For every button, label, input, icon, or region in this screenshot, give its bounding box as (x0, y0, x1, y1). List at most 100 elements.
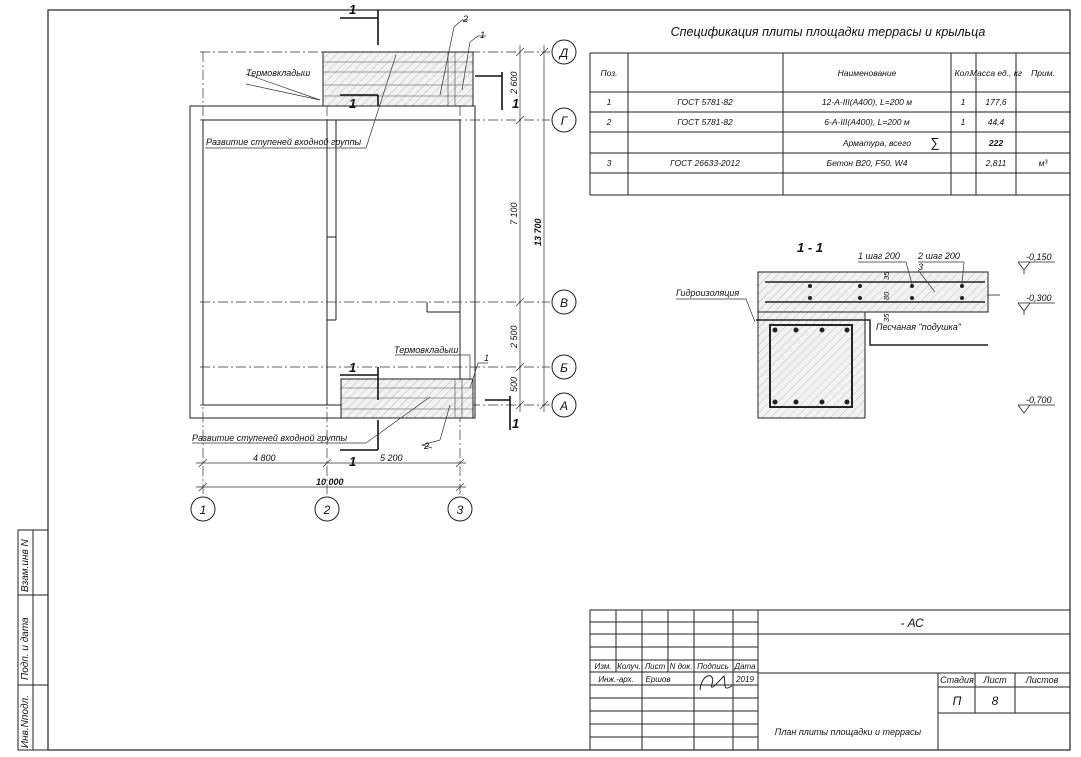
stamp-header-sign: Подпись (697, 662, 729, 671)
spec-cell: 2 (606, 117, 612, 127)
spec-cell: 6-А-III(А400), L=200 м (824, 117, 910, 127)
dim-v-2600: 2 600 (509, 71, 519, 95)
level-marks (988, 261, 1055, 414)
level-0150: -0,150 (1026, 252, 1052, 262)
pos-1-bottom: 1 (484, 353, 489, 363)
level-0700: -0,700 (1026, 395, 1052, 405)
section-view: 1 - 1 Гидроизоляция Песчаная "подушка" (676, 240, 1055, 419)
spec-header-name: Наименование (838, 68, 897, 78)
dim-h-5200: 5 200 (380, 453, 403, 463)
section-cuts (340, 10, 511, 451)
spec-cell: 3 (607, 158, 612, 168)
insert-rebars (323, 52, 473, 418)
spec-cell: 1 (607, 97, 612, 107)
dim-v-7100: 7 100 (509, 202, 519, 225)
label-steps-bottom: Развитие ступеней входной группы (192, 433, 348, 443)
section-mark-top-2: 1 (349, 96, 356, 111)
stamp-stage-label: Стадия (940, 675, 974, 685)
axis-letter-b: Б (560, 361, 568, 375)
axis-bubbles (190, 39, 577, 522)
stamp-stage: П (953, 694, 962, 708)
axis-number-2: 2 (323, 503, 331, 517)
spec-header-mass: Масса ед., кг (970, 68, 1022, 78)
spec-cell: 1 (961, 97, 966, 107)
label-rebar-1: 1 шаг 200 (858, 251, 900, 261)
stamp-sheets-label: Листов (1025, 675, 1059, 685)
signature-mark (699, 675, 733, 691)
position-leaders (192, 19, 488, 449)
axis-letter-d: Д (558, 46, 569, 60)
stamp-header-sheet: Лист (644, 662, 666, 671)
spec-cell: ГОСТ 5781-82 (677, 97, 733, 107)
dim-v-500: 500 (509, 377, 519, 392)
spec-cell: ГОСТ 5781-82 (677, 117, 733, 127)
dim-h-total: 10 000 (316, 477, 344, 487)
stamp-drawing-title: План плиты площадки и террасы (775, 727, 922, 737)
side-stamp-inv: Инв.Nподл. (20, 695, 31, 748)
spec-title: Спецификация плиты площадки террасы и кр… (671, 25, 986, 39)
dim-v-2500: 2 500 (509, 325, 519, 349)
dims-vertical (515, 45, 549, 412)
beam-rebars (772, 327, 850, 405)
slab-outline (189, 52, 476, 419)
thermo-insert-top (322, 51, 474, 107)
dim-h-4800: 4 800 (253, 453, 276, 463)
stamp-sheet: 8 (992, 694, 999, 708)
stamp-date: 2019 (735, 675, 754, 684)
label-thermo-top: Термовкладыш (246, 68, 311, 78)
axis-letter-g: Г (561, 114, 569, 128)
pos-2-top: 2 (462, 14, 468, 24)
spec-cell: 44,4 (988, 117, 1005, 127)
spec-cell: м³ (1039, 158, 1049, 168)
stamp-doc-code: - АС (900, 616, 924, 630)
label-sand-cushion: Песчаная "подушка" (876, 322, 962, 332)
slab-rebar-dots (808, 284, 964, 300)
grid-lines (200, 51, 550, 495)
section-mark-right: 1 (512, 96, 519, 111)
spec-cell: 1 (961, 117, 966, 127)
section-dim-35b: 35 (882, 313, 891, 322)
label-steps-top: Развитие ступеней входной группы (206, 137, 362, 147)
spec-cell: Арматура, всего (842, 138, 912, 148)
spec-cell: 12-А-III(А400), L=200 м (822, 97, 912, 107)
rebar-leaders (858, 261, 965, 293)
side-stamp-sign-date: Подп. и дата (20, 617, 31, 680)
spec-cell: 177,6 (985, 97, 1007, 107)
axis-letter-a: А (559, 399, 568, 413)
spec-table-text: Поз. Наименование Кол. Масса ед., кг При… (600, 68, 1054, 168)
section-mark-top: 1 (349, 2, 356, 17)
stamp-header-date: Дата (733, 662, 756, 671)
axis-letter-v: В (560, 296, 568, 310)
beam-stirrup (769, 324, 853, 408)
spec-cell: ГОСТ 26633-2012 (670, 158, 740, 168)
section-title: 1 - 1 (797, 240, 823, 255)
stamp-grid (589, 609, 1071, 751)
section-mark-right-2: 1 (512, 416, 519, 431)
label-pos-3: 3 (918, 262, 923, 272)
stamp-header-rev: Изм. (594, 662, 611, 671)
plan-view: 1 1 1 1 1 1 2 1 1 2 Термовкладыш Те (189, 2, 577, 522)
axis-number-3: 3 (457, 503, 464, 517)
pos-2-bottom: 2 (423, 441, 429, 451)
stamp-name: Ершов (645, 675, 670, 684)
section-dim-35: 35 (882, 271, 891, 280)
spec-cell-sum: ∑ (930, 135, 939, 150)
spec-cell: 2,811 (985, 158, 1007, 168)
stamp-role: Инж.-арх. (598, 675, 633, 684)
side-stamp (17, 529, 49, 751)
axis-number-1: 1 (200, 503, 207, 517)
section-slab (757, 271, 989, 313)
stamp-header-doc: N док. (670, 662, 693, 671)
thermo-insert-bottom (340, 378, 474, 419)
section-mark-bottom-2: 1 (349, 454, 356, 469)
dim-v-total: 13 700 (533, 218, 543, 246)
sheet-frame (47, 9, 1071, 751)
spec-header-note: Прим. (1031, 68, 1055, 78)
spec-cell: Бетон В20, F50, W4 (827, 158, 908, 168)
level-0300: -0,300 (1026, 293, 1052, 303)
spec-header-qty: Кол. (955, 68, 972, 78)
spec-table-grid (589, 52, 1071, 196)
spec-header-pos: Поз. (600, 68, 617, 78)
stamp-sheet-label: Лист (982, 675, 1007, 685)
